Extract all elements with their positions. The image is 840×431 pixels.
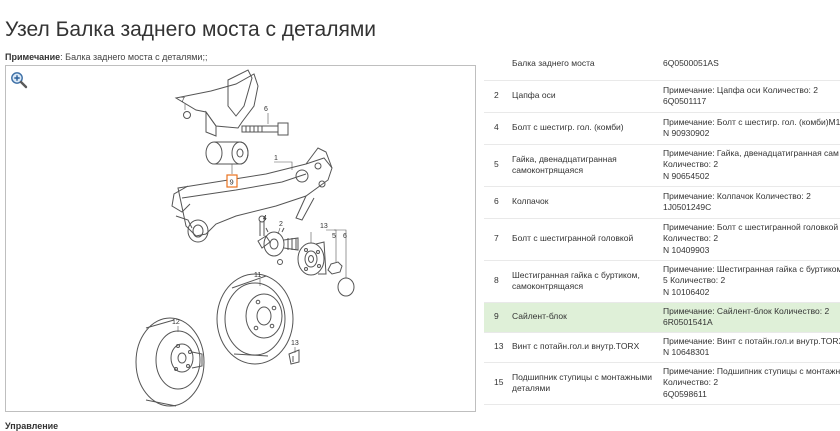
- part-number: 9: [484, 302, 512, 333]
- zoom-in-icon[interactable]: [10, 71, 28, 89]
- table-row[interactable]: 6 Колпачок Примечание: Колпачок Количест…: [484, 186, 840, 219]
- part-name: Болт с шестигр. гол. (комби): [512, 112, 663, 145]
- note-label: Примечание: [5, 52, 61, 62]
- part-number: 13: [484, 332, 512, 363]
- table-row[interactable]: Балка заднего моста 6Q0500051AS: [484, 58, 840, 81]
- part-info-line: Примечание: Подшипник ступицы с монтажн: [663, 365, 840, 376]
- note-text: : Балка заднего моста с деталями;;: [60, 52, 208, 62]
- callout-9-highlight[interactable]: [226, 174, 238, 188]
- part-number: 2: [484, 80, 512, 113]
- part-info-line: 1J0501249C: [663, 202, 712, 212]
- part-info-line: N 10409903: [663, 244, 710, 255]
- part-name: Подшипник ступицы с монтажными деталями: [512, 362, 663, 405]
- table-row[interactable]: 13 Винт с потайн.гол.и внутр.TORX Примеч…: [484, 332, 840, 363]
- part-name: Гайка, двенадцатигранная самоконтрящаяся: [512, 144, 663, 187]
- part-info-line: 6R0501541A: [663, 317, 713, 327]
- part-name: Болт с шестигранной головкой: [512, 218, 663, 261]
- part-name: Цапфа оси: [512, 80, 663, 113]
- part-name: Колпачок: [512, 186, 663, 219]
- callout-8: 7: [181, 97, 185, 104]
- callout-9: 9: [230, 178, 234, 187]
- part-number: 6: [484, 186, 512, 219]
- callout-6: 6: [343, 233, 347, 240]
- table-row[interactable]: 15 Подшипник ступицы с монтажными деталя…: [484, 362, 840, 405]
- note-line: Примечание: Балка заднего моста с деталя…: [5, 52, 207, 62]
- part-info-line: Примечание: Шестигранная гайка с буртико…: [663, 263, 840, 274]
- table-row[interactable]: 2 Цапфа оси Примечание: Цапфа оси Количе…: [484, 80, 840, 113]
- part-number: 5: [484, 144, 512, 187]
- part-info-line: 6Q0598611: [663, 388, 707, 399]
- table-row[interactable]: 8 Шестигранная гайка с буртиком, самокон…: [484, 260, 840, 303]
- part-info-line: Примечание: Сайлент-блок Количество: 2: [663, 305, 830, 316]
- callout-2: 2: [279, 221, 283, 228]
- part-number: 15: [484, 362, 512, 405]
- part-name: Балка заднего моста: [512, 58, 595, 68]
- part-number: 7: [484, 218, 512, 261]
- part-info-line: Примечание: Винт с потайн.гол.и внутр.TO…: [663, 335, 840, 346]
- part-info-line: N 10648301: [663, 347, 710, 357]
- part-info-line: 5 Количество: 2: [663, 275, 726, 286]
- callout-15: 13: [320, 223, 328, 230]
- callout-1: 1: [274, 155, 278, 162]
- part-info-line: Примечание: Болт с шестигранной головкой: [663, 221, 839, 232]
- part-info-line: N 90654502: [663, 170, 710, 181]
- callout-7: 6: [264, 106, 268, 113]
- part-name: Шестигранная гайка с буртиком, самоконтр…: [512, 260, 663, 303]
- part-info-line: Количество: 2: [663, 159, 719, 170]
- part-info-line: Примечание: Болт с шестигр. гол. (комби)…: [663, 116, 840, 127]
- table-row[interactable]: 7 Болт с шестигранной головкой Примечани…: [484, 218, 840, 261]
- controls-label: Управление: [5, 421, 59, 431]
- part-info-line: Примечание: Колпачок Количество: 2: [663, 190, 811, 201]
- part-name: Винт с потайн.гол.и внутр.TORX: [512, 332, 663, 363]
- part-info-line: Примечание: Гайка, двенадцатигранная сам: [663, 147, 839, 158]
- part-number: 4: [484, 112, 512, 145]
- page-title: Узел Балка заднего моста с деталями: [5, 18, 376, 41]
- part-info-line: N 90930902: [663, 128, 710, 138]
- callout-4: 4: [263, 215, 267, 222]
- callout-11: 11: [254, 272, 261, 279]
- part-info-line: 6Q0501117: [663, 96, 707, 106]
- part-info-line: Количество: 2: [663, 233, 719, 244]
- callout-13: 13: [291, 340, 299, 347]
- part-name: Сайлент-блок: [512, 302, 663, 333]
- parts-table: Балка заднего моста 6Q0500051AS 2 Цапфа …: [484, 58, 840, 418]
- part-info-line: 6Q0500051AS: [663, 58, 719, 68]
- part-info-line: N 10106402: [663, 286, 710, 297]
- table-row-selected[interactable]: 9 Сайлент-блок Примечание: Сайлент-блок …: [484, 302, 840, 333]
- part-info-line: Примечание: Цапфа оси Количество: 2: [663, 84, 818, 95]
- callout-12: 12: [172, 319, 180, 326]
- diagram-drawing: 7 6 1 4 2 13 5 6 11 12 13 9: [135, 69, 355, 407]
- table-row[interactable]: 5 Гайка, двенадцатигранная самоконтрящая…: [484, 144, 840, 187]
- parts-diagram[interactable]: 7 6 1 4 2 13 5 6 11 12 13 9: [5, 65, 476, 412]
- table-row[interactable]: 4 Болт с шестигр. гол. (комби) Примечани…: [484, 112, 840, 145]
- part-info-line: Количество: 2: [663, 377, 719, 388]
- callout-5: 5: [332, 233, 336, 240]
- part-number: 8: [484, 260, 512, 303]
